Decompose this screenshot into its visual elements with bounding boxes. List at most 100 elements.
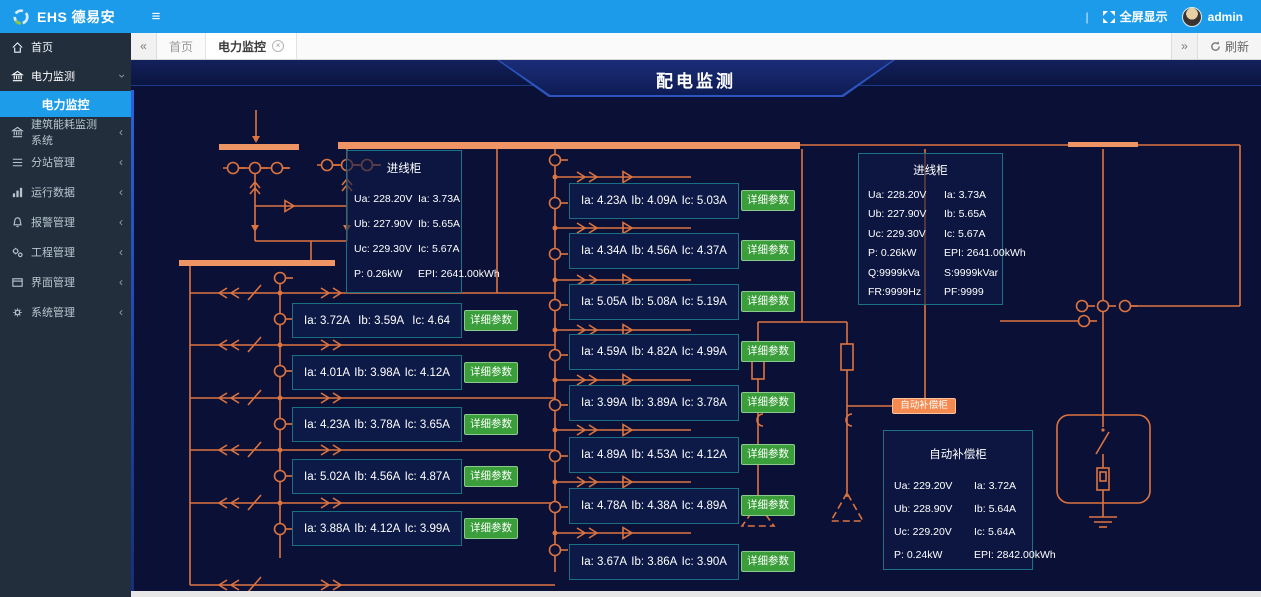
tabs-scroll-left-button[interactable]: «: [131, 33, 157, 59]
detail-params-button[interactable]: 详细参数: [741, 551, 795, 572]
panel-title: 进线柜: [913, 165, 948, 177]
detail-params-button[interactable]: 详细参数: [741, 392, 795, 413]
reading: P: 0.26kW: [868, 247, 917, 260]
ia-value: Ia: 3.99A: [581, 397, 628, 409]
reading: Uc: 229.30V: [868, 227, 926, 240]
refresh-icon: [1211, 40, 1220, 51]
detail-params-button[interactable]: 详细参数: [741, 291, 795, 312]
chevron-left-icon: ‹: [119, 245, 123, 259]
reading: Ic: 5.67A: [418, 242, 460, 255]
reading: S:9999kVar: [944, 266, 999, 279]
detail-params-button[interactable]: 详细参数: [464, 310, 518, 331]
bank-icon: [11, 70, 24, 81]
ib-value: Ib: 4.53A: [631, 449, 678, 461]
detail-params-button[interactable]: 详细参数: [741, 444, 795, 465]
reading: Ua: 228.20V: [354, 192, 413, 205]
navbar-separator: |: [1085, 9, 1089, 24]
sidebar-item-alarm[interactable]: 报警管理 ‹: [0, 207, 131, 237]
sidebar-item-substation[interactable]: 分站管理 ‹: [0, 147, 131, 177]
gears-icon: [12, 247, 23, 257]
ic-value: Ic: 4.37A: [681, 245, 727, 257]
chevron-left-icon: ‹: [119, 125, 123, 139]
sidebar-item-system[interactable]: 系统管理 ‹: [0, 297, 131, 327]
ic-value: Ic: 4.12A: [404, 366, 450, 379]
tab-close-icon[interactable]: ×: [272, 40, 285, 52]
auto-compensation-button[interactable]: 自动补偿柜: [892, 398, 956, 414]
ib-value: Ib: 4.38A: [631, 500, 678, 512]
reading: Ub: 227.90V: [354, 217, 413, 230]
chevron-left-icon: ‹: [119, 215, 123, 229]
ia-value: Ia: 4.23A: [304, 418, 351, 431]
ib-value: Ib: 3.86A: [631, 556, 678, 568]
sidebar-item-operation-data[interactable]: 运行数据 ‹: [0, 177, 131, 207]
expand-arrows-icon: [1102, 10, 1115, 23]
detail-params-button[interactable]: 详细参数: [464, 518, 518, 539]
detail-params-button[interactable]: 详细参数: [741, 190, 795, 211]
sidebar-item-interface[interactable]: 界面管理 ‹: [0, 267, 131, 297]
chevron-left-icon: ‹: [119, 155, 123, 169]
list-icon: [12, 158, 23, 166]
chevron-left-icon: ‹: [119, 305, 123, 319]
ia-value: Ia: 5.02A: [304, 470, 351, 483]
ic-value: Ic: 5.19A: [681, 296, 727, 308]
ib-value: Ib: 4.56A: [631, 245, 678, 257]
chevron-left-icon: ‹: [119, 275, 123, 289]
sidebar-subitem-power-monitor-active[interactable]: 电力监控: [0, 91, 131, 117]
fullscreen-button[interactable]: 全屏显示: [1102, 8, 1168, 25]
tab-label: 首页: [169, 39, 194, 54]
brand-ring-icon: [13, 8, 29, 25]
refresh-button[interactable]: 刷新: [1196, 33, 1261, 59]
brand-link[interactable]: EHS 德易安: [0, 0, 131, 33]
ib-value: Ib: 4.12A: [354, 522, 401, 535]
reading: P: 0.26kW: [354, 267, 403, 280]
ia-value: Ia: 4.34A: [581, 245, 628, 257]
reading: Q:9999kVa: [868, 266, 920, 279]
bell-icon: [13, 216, 22, 227]
sidebar-nav: 首页 电力监测 ‹ 电力监控 建筑能耗监测系统 ‹ 分站管理 ‹ 运行数据 ‹: [0, 33, 131, 597]
detail-params-button[interactable]: 详细参数: [741, 495, 795, 516]
ia-value: Ia: 5.05A: [581, 296, 628, 308]
ic-value: Ic: 3.78A: [681, 397, 727, 409]
page-title: 配电监测: [656, 72, 736, 91]
tabs-scroll-right-button[interactable]: »: [1170, 33, 1197, 59]
sidebar-item-home[interactable]: 首页: [0, 33, 131, 61]
detail-params-button[interactable]: 详细参数: [741, 240, 795, 261]
panel-title: 自动补偿柜: [929, 449, 987, 461]
sidebar-item-power-monitoring[interactable]: 电力监测 ‹: [0, 61, 131, 91]
reading: Ib: 5.65A: [418, 217, 461, 230]
reading: EPI: 2641.00kWh: [418, 267, 500, 280]
reading: Ub: 227.90V: [868, 208, 927, 221]
reading: Ia: 3.72A: [974, 479, 1017, 492]
fullscreen-label: 全屏显示: [1119, 10, 1168, 24]
user-menu[interactable]: admin: [1181, 6, 1243, 27]
tab-power-monitor[interactable]: 电力监控 ×: [206, 33, 298, 59]
ic-value: Ic: 4.99A: [681, 346, 727, 358]
ib-value: Ib: 5.08A: [631, 296, 678, 308]
sidebar-item-label: 界面管理: [31, 277, 75, 289]
horizontal-scroll-strip[interactable]: [131, 591, 1261, 597]
ib-value: Ib: 4.82A: [631, 346, 678, 358]
sidebar-item-building-energy[interactable]: 建筑能耗监测系统 ‹: [0, 117, 131, 147]
ic-value: Ic: 4.89A: [681, 500, 727, 512]
reading: FR:9999Hz: [868, 286, 922, 299]
detail-params-button[interactable]: 详细参数: [464, 414, 518, 435]
user-avatar: [1181, 6, 1202, 27]
detail-params-button[interactable]: 详细参数: [464, 466, 518, 487]
tab-home[interactable]: 首页: [157, 33, 207, 59]
ia-value: Ia: 4.89A: [581, 449, 628, 461]
reading: PF:9999: [944, 286, 984, 299]
gear-icon: [13, 307, 22, 317]
bar-chart-icon: [12, 187, 23, 197]
detail-params-button[interactable]: 详细参数: [741, 341, 795, 362]
sidebar-item-engineering[interactable]: 工程管理 ‹: [0, 237, 131, 267]
ib-value: Ib: 3.98A: [354, 366, 401, 379]
refresh-label: 刷新: [1224, 39, 1249, 54]
detail-params-button[interactable]: 详细参数: [464, 362, 518, 383]
sidebar-toggle-button[interactable]: ≡: [151, 8, 161, 25]
